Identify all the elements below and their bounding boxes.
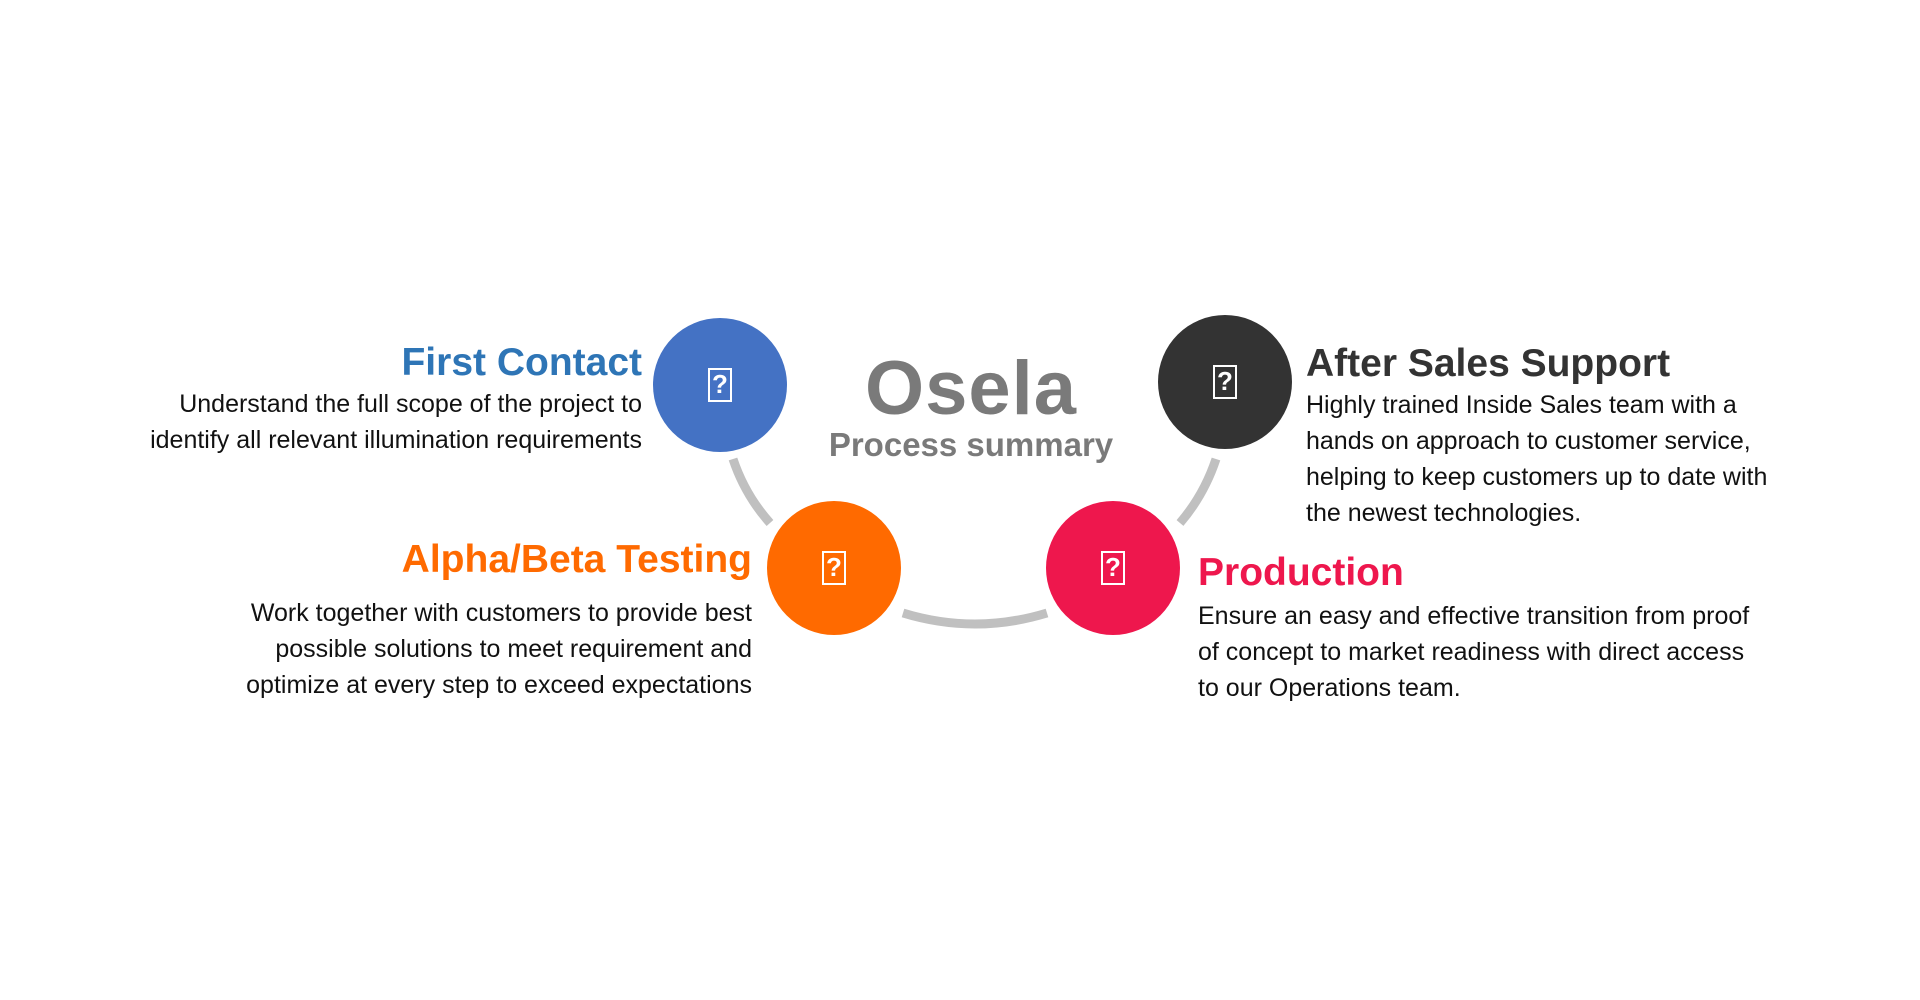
step-description-line: helping to keep customers up to date wit… bbox=[1306, 463, 1768, 491]
step-heading: First Contact bbox=[401, 341, 642, 384]
step-after-sales: After Sales Support Highly trained Insid… bbox=[1306, 341, 1767, 531]
step-description-line: the newest technologies. bbox=[1306, 499, 1582, 527]
step-description-line: Work together with customers to provide … bbox=[250, 599, 752, 627]
step-description-line: to our Operations team. bbox=[1198, 674, 1461, 702]
diagram-subtitle: Process summary bbox=[828, 426, 1114, 463]
placeholder-image-icon: ? bbox=[822, 551, 846, 585]
connector-first-to-alpha bbox=[728, 457, 774, 526]
connector-production-to-aftersales bbox=[1176, 457, 1221, 526]
step-description-line: Highly trained Inside Sales team with a bbox=[1306, 391, 1737, 419]
step-description-line: optimize at every step to exceed expecta… bbox=[246, 671, 752, 699]
step-description-line: Ensure an easy and effective transition … bbox=[1198, 602, 1750, 630]
step-circle-first-contact: ? bbox=[653, 318, 787, 452]
step-first-contact: First Contact Understand the full scope … bbox=[150, 340, 642, 458]
placeholder-image-icon: ? bbox=[708, 368, 732, 402]
step-heading: Production bbox=[1198, 551, 1404, 594]
step-description-line: hands on approach to customer service, bbox=[1306, 427, 1751, 455]
diagram-title: Osela bbox=[864, 346, 1078, 431]
step-alpha-beta: Alpha/Beta Testing Work together with cu… bbox=[246, 537, 752, 703]
step-heading: Alpha/Beta Testing bbox=[401, 538, 752, 581]
step-description-line: Understand the full scope of the project… bbox=[179, 390, 642, 418]
step-circle-after-sales: ? bbox=[1158, 315, 1292, 449]
step-production: Production Ensure an easy and effective … bbox=[1198, 550, 1749, 706]
placeholder-image-icon: ? bbox=[1213, 365, 1237, 399]
step-description-line: of concept to market readiness with dire… bbox=[1198, 638, 1745, 666]
step-description-line: identify all relevant illumination requi… bbox=[150, 426, 642, 454]
connector-alpha-to-production bbox=[901, 608, 1049, 629]
placeholder-image-icon: ? bbox=[1101, 551, 1125, 585]
step-circle-alpha-beta: ? bbox=[767, 501, 901, 635]
step-circle-production: ? bbox=[1046, 501, 1180, 635]
step-heading: After Sales Support bbox=[1306, 342, 1671, 385]
step-description-line: possible solutions to meet requirement a… bbox=[275, 635, 752, 663]
